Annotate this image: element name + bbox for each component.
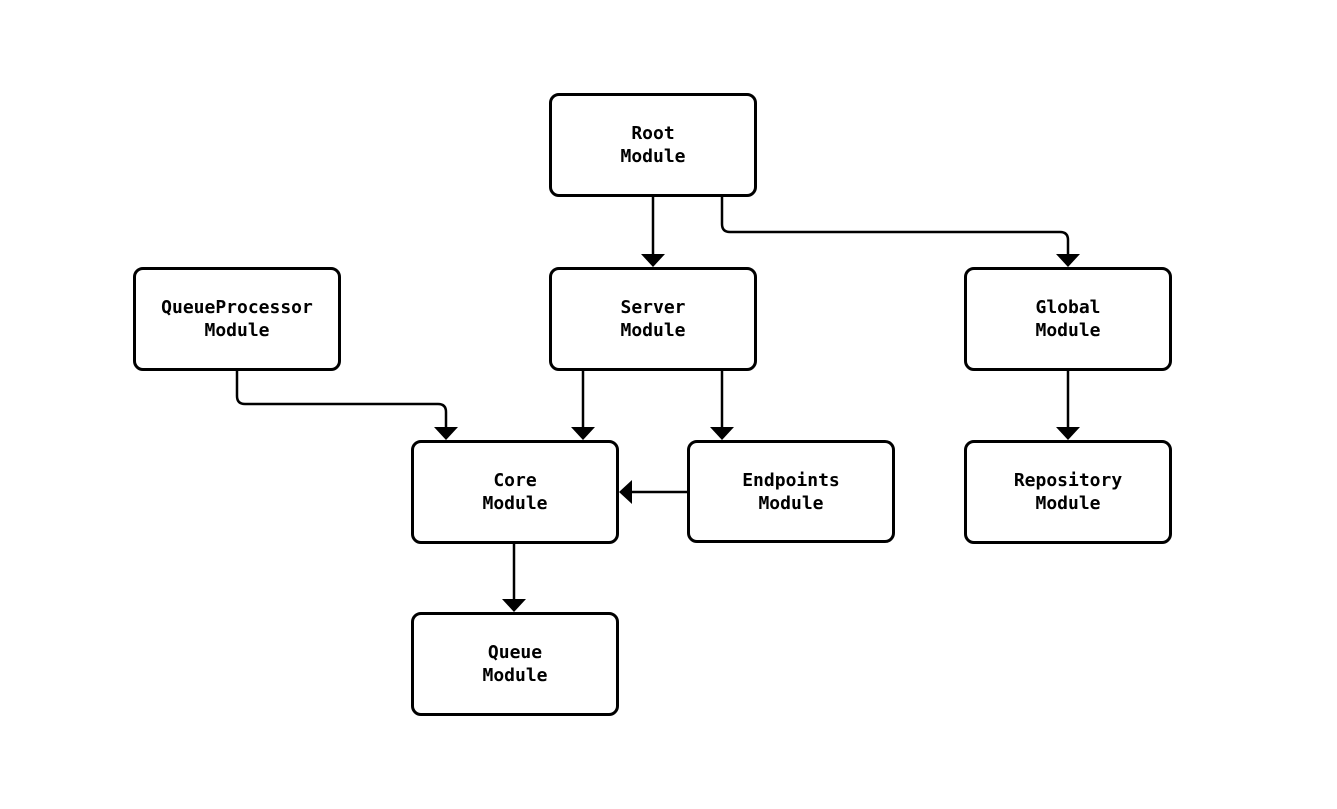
node-label: Root Module <box>620 123 686 167</box>
arrowhead-root-to-server <box>641 254 665 267</box>
arrowhead-server-to-endpoints <box>710 427 734 440</box>
node-endpoints-module: Endpoints Module <box>687 440 895 543</box>
arrowhead-server-to-core <box>571 427 595 440</box>
node-label: Repository Module <box>1013 470 1123 514</box>
node-root-module: Root Module <box>549 93 757 197</box>
node-label: QueueProcessor Module <box>161 297 313 341</box>
arrowhead-queueprocessor-to-core <box>434 427 458 440</box>
node-label: Core Module <box>482 470 548 514</box>
node-queue-module: Queue Module <box>411 612 619 716</box>
node-queueprocessor-module: QueueProcessor Module <box>133 267 341 371</box>
arrowhead-core-to-queue <box>502 599 526 612</box>
arrowhead-root-to-global <box>1056 254 1080 267</box>
arrowhead-global-to-repository <box>1056 427 1080 440</box>
node-label: Endpoints Module <box>742 469 840 514</box>
node-repository-module: Repository Module <box>964 440 1172 544</box>
node-label: Server Module <box>620 297 686 341</box>
edge-queueprocessor-to-core <box>235 371 448 427</box>
arrowhead-endpoints-to-core <box>619 480 632 504</box>
node-label: Global Module <box>1035 297 1101 341</box>
node-core-module: Core Module <box>411 440 619 544</box>
node-server-module: Server Module <box>549 267 757 371</box>
node-label: Queue Module <box>482 642 548 686</box>
edge-root-to-global <box>720 197 1070 254</box>
node-global-module: Global Module <box>964 267 1172 371</box>
